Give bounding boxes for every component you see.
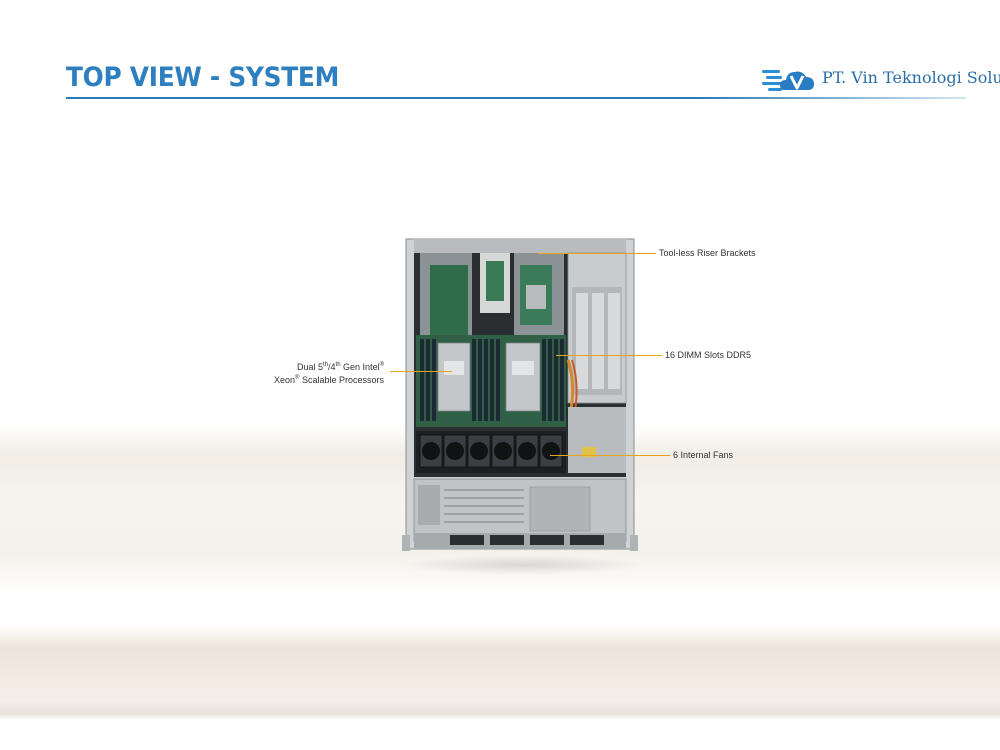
page-title: TOP VIEW - SYSTEM [66, 62, 340, 93]
background-band-lower [0, 625, 1000, 720]
callout-processors-line1: Dual 5th/4th Gen Intel® [296, 362, 384, 372]
title-underline [66, 97, 966, 99]
company-name: PT. Vin Teknologi Solusi [822, 68, 1000, 87]
callout-line-dimm [556, 355, 662, 356]
callout-riser-brackets: Tool-less Riser Brackets [659, 248, 756, 258]
callout-processors: Dual 5th/4th Gen Intel® Xeon® Scalable P… [268, 360, 384, 386]
server-top-view-image [402, 238, 638, 551]
company-logo-icon [762, 70, 814, 91]
callout-dimm-slots: 16 DIMM Slots DDR5 [665, 350, 752, 360]
server-shadow [398, 555, 646, 575]
callout-line-riser [538, 253, 656, 254]
callout-line-cpu [390, 371, 452, 372]
callout-line-fans [550, 455, 670, 456]
callout-internal-fans: 6 Internal Fans [673, 450, 734, 460]
callout-processors-line2: Xeon® Scalable Processors [274, 375, 384, 385]
